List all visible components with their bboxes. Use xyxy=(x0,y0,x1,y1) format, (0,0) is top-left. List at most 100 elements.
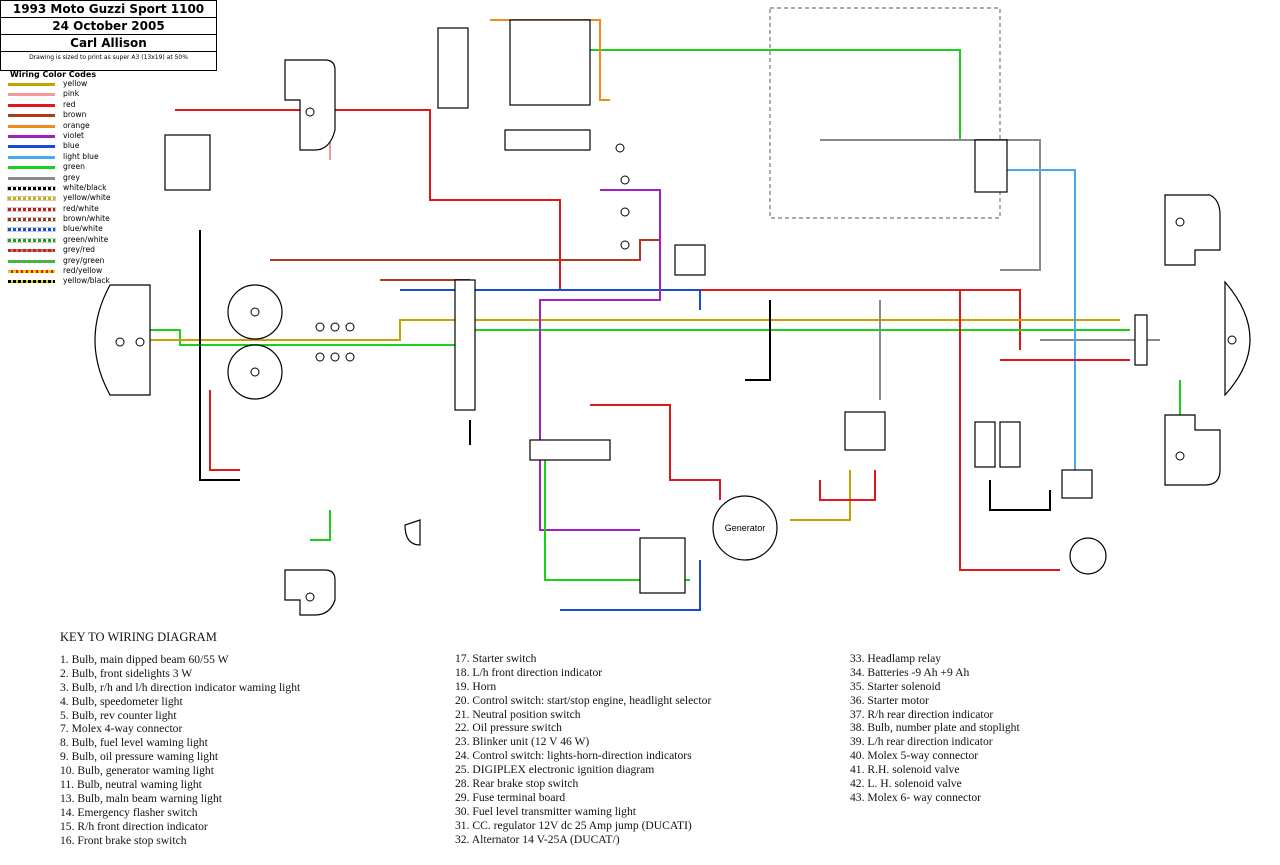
connector-block-top xyxy=(504,129,591,151)
key-entry: 30. Fuel level transmitter waming light xyxy=(455,804,636,818)
title-date: 24 October 2005 xyxy=(1,18,216,35)
title-author: Carl Allison xyxy=(1,35,216,52)
bulb-mark xyxy=(620,175,630,185)
horn-shape xyxy=(404,519,421,546)
legend-item: white/black xyxy=(5,183,125,193)
legend-swatch xyxy=(7,206,56,212)
legend-item: grey/red xyxy=(5,245,125,255)
legend-item: yellow xyxy=(5,79,125,89)
legend-item: blue xyxy=(5,141,125,151)
wire-trace xyxy=(150,319,1120,341)
key-entry: 25. DIGIPLEX electronic ignition diagram xyxy=(455,763,655,777)
key-entry: 33. Headlamp relay xyxy=(850,652,942,665)
legend-label: red xyxy=(63,99,76,109)
wire-trace xyxy=(270,239,660,261)
wire-trace xyxy=(590,49,961,140)
bulb-mark xyxy=(615,143,625,153)
legend-label: blue/white xyxy=(63,224,103,234)
legend-swatch xyxy=(8,93,55,97)
legend-item: light blue xyxy=(5,152,125,162)
legend-label: pink xyxy=(63,89,80,99)
wire-trace xyxy=(590,404,721,500)
title-model: 1993 Moto Guzzi Sport 1100 xyxy=(1,1,216,18)
generator-label: Generator xyxy=(725,523,766,533)
legend-item: yellow/black xyxy=(5,276,125,286)
legend-item: red/yellow xyxy=(5,266,125,276)
legend-item: pink xyxy=(5,89,125,99)
bulb-mark xyxy=(315,322,325,332)
legend-swatch xyxy=(8,124,55,128)
bulb-mark xyxy=(330,322,340,332)
legend-heading: Wiring Color Codes xyxy=(10,70,97,79)
key-entry: 9. Bulb, oil pressure waming light xyxy=(60,750,219,764)
diagram-components xyxy=(94,7,1251,616)
key-entry: 5. Bulb, rev counter light xyxy=(60,708,177,722)
legend-swatch xyxy=(8,83,55,86)
legend-swatch xyxy=(8,166,55,170)
legend-label: grey/green xyxy=(63,255,105,265)
legend-label: brown xyxy=(63,110,87,120)
wire-trace xyxy=(310,510,331,541)
legend-swatch xyxy=(7,237,56,243)
wire-trace xyxy=(209,390,240,471)
key-entry: 2. Bulb, front sidelights 3 W xyxy=(60,666,193,680)
wire-trace xyxy=(745,300,771,381)
legend-swatch xyxy=(8,114,55,118)
key-entry: 24. Control switch: lights-horn-directio… xyxy=(455,749,692,763)
bulb-mark xyxy=(1227,335,1237,345)
key-entry: 10. Bulb, generator waming light xyxy=(60,764,214,778)
ignition-key xyxy=(437,27,469,109)
flasher-switch-box xyxy=(164,134,211,191)
indicator-rear-left-shape xyxy=(1164,414,1221,486)
legend-swatch xyxy=(8,134,55,138)
title-print-note: Drawing is sized to print as super A3 (1… xyxy=(29,54,188,61)
diagram-marks xyxy=(115,107,1237,602)
bulb-mark xyxy=(315,352,325,362)
key-entry: 19. Horn xyxy=(455,679,497,693)
legend-item: red/white xyxy=(5,204,125,214)
key-entry: 14. Emergency flasher switch xyxy=(60,805,198,819)
legend-swatch xyxy=(8,103,55,107)
legend-swatch xyxy=(8,155,55,159)
legend-label: light blue xyxy=(63,151,99,161)
battery-right xyxy=(999,421,1021,468)
legend-item: green/white xyxy=(5,235,125,245)
bulb-mark xyxy=(305,107,315,117)
key-entry: 16. Front brake stop switch xyxy=(60,833,187,847)
wire-trace xyxy=(120,329,1130,346)
legend-swatch xyxy=(8,270,55,274)
bulb-mark xyxy=(620,240,630,250)
wire-trace xyxy=(820,139,1041,271)
legend-label: brown/white xyxy=(63,214,110,224)
legend-label: yellow/black xyxy=(63,276,110,286)
legend-item: brown xyxy=(5,110,125,120)
legend-item: grey/green xyxy=(5,256,125,266)
bulb-mark xyxy=(250,307,260,317)
wiring-diagram: Generator xyxy=(94,7,1251,616)
bulb-mark xyxy=(620,207,630,217)
legend-label: grey xyxy=(63,172,80,182)
legend-swatch xyxy=(7,196,56,202)
legend-label: blue xyxy=(63,141,80,151)
key-entry: 42. L. H. solenoid valve xyxy=(850,777,962,791)
key-entry: 21. Neutral position switch xyxy=(455,707,581,721)
bulb-mark xyxy=(115,337,125,347)
wire-trace xyxy=(175,109,1021,350)
tail-lamp-shape xyxy=(1224,280,1251,397)
ignition-module-box xyxy=(769,7,1001,219)
molex-connector-right xyxy=(1134,314,1148,366)
wire-trace xyxy=(790,470,851,521)
bulb-mark xyxy=(135,337,145,347)
key-entry: 40. Molex 5-way connector xyxy=(850,749,979,763)
legend-label: white/black xyxy=(63,182,107,192)
bulb-mark xyxy=(250,367,260,377)
key-entry: 13. Bulb, maln beam warning light xyxy=(60,791,222,805)
key-entry: 8. Bulb, fuel level waming light xyxy=(60,736,208,750)
key-entry: 29. Fuse terminal board xyxy=(455,790,566,804)
key-entry: 36. Starter motor xyxy=(850,693,929,707)
